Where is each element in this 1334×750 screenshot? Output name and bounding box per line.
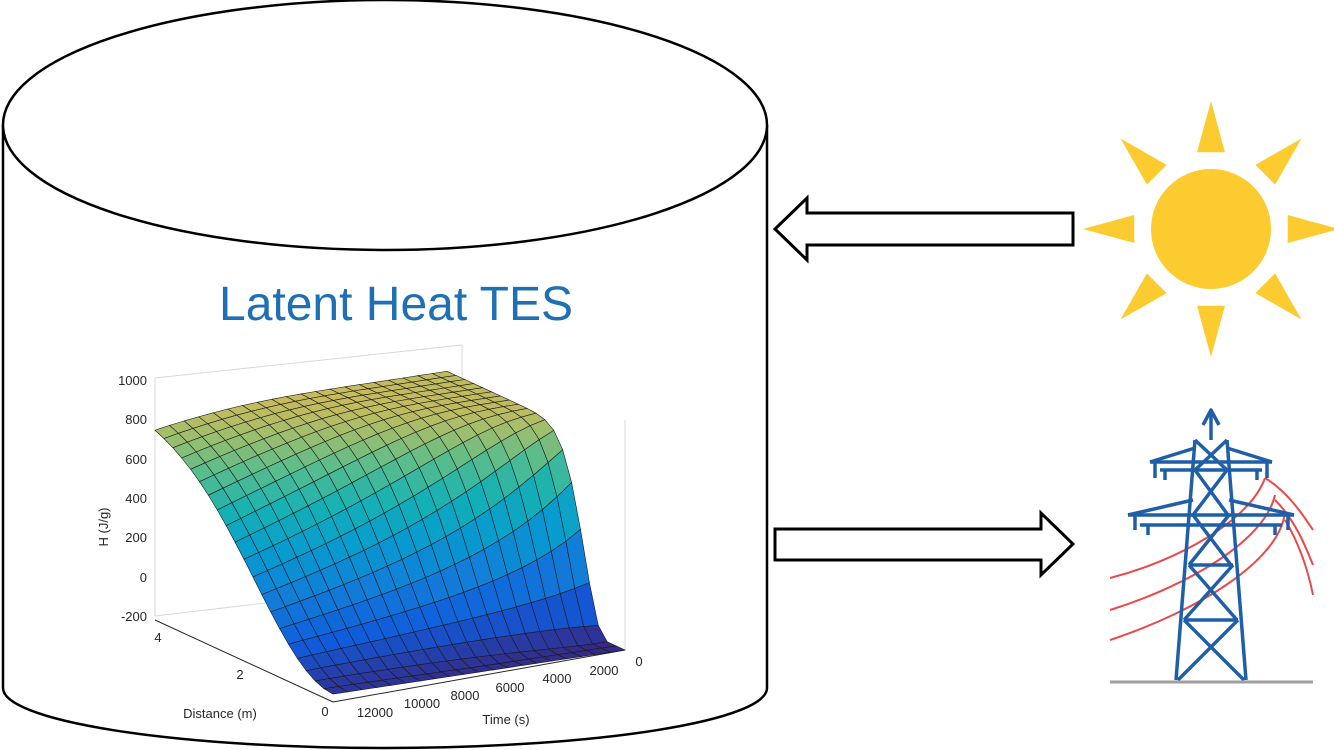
- time-tick: 2000: [590, 663, 619, 678]
- time-tick: 0: [635, 654, 642, 669]
- z-tick: -200: [121, 609, 147, 624]
- sun-ray: [1120, 273, 1167, 320]
- z-tick: 200: [125, 530, 147, 545]
- sun-ray: [1255, 273, 1302, 320]
- sun-ray: [1197, 305, 1225, 357]
- time-tick: 8000: [451, 688, 480, 703]
- arrow-right-icon: [773, 509, 1076, 579]
- diagram-title: Latent Heat TES: [219, 278, 573, 331]
- time-axis-ticks: 12000 10000 8000 6000 4000 2000 0: [357, 654, 643, 720]
- tank-top: [1, 0, 769, 252]
- sun-ray: [1083, 215, 1135, 243]
- surface-mesh: [154, 370, 627, 695]
- tower-structure: [1127, 408, 1295, 682]
- z-axis-ticks: 1000 800 600 400 200 0 -200: [118, 373, 147, 624]
- arrow-left-icon: [772, 194, 1075, 264]
- distance-tick: 2: [236, 667, 243, 682]
- tank-body: [1, 125, 769, 750]
- enthalpy-surface-plot: 1000 800 600 400 200 0 -200 H (J/g) 4 2 …: [96, 344, 643, 727]
- y-axis-label: Time (s): [482, 712, 529, 727]
- z-tick: 1000: [118, 373, 147, 388]
- sun-disc: [1151, 169, 1271, 289]
- surface-cell: [600, 645, 627, 653]
- storage-tank: [1, 0, 769, 750]
- time-tick: 12000: [357, 705, 393, 720]
- sun-icon: [1083, 101, 1334, 357]
- plot-axes-lines: [154, 619, 626, 703]
- sun-ray: [1197, 101, 1225, 153]
- z-tick: 600: [125, 452, 147, 467]
- distance-tick: 4: [154, 630, 161, 645]
- distance-axis-ticks: 4 2 0: [154, 630, 328, 719]
- x-axis-label: Distance (m): [183, 706, 257, 721]
- z-axis-label: H (J/g): [96, 508, 111, 547]
- sun-ray: [1287, 215, 1334, 243]
- power-lines: [1109, 477, 1314, 641]
- sun-ray: [1120, 138, 1167, 185]
- sun-ray: [1255, 138, 1302, 185]
- time-tick: 10000: [404, 696, 440, 711]
- z-tick: 800: [125, 412, 147, 427]
- time-tick: 6000: [496, 680, 525, 695]
- time-tick: 4000: [543, 671, 572, 686]
- z-tick: 400: [125, 491, 147, 506]
- distance-tick: 0: [321, 704, 328, 719]
- z-tick: 0: [140, 570, 147, 585]
- power-transmission-tower-icon: [1109, 408, 1314, 684]
